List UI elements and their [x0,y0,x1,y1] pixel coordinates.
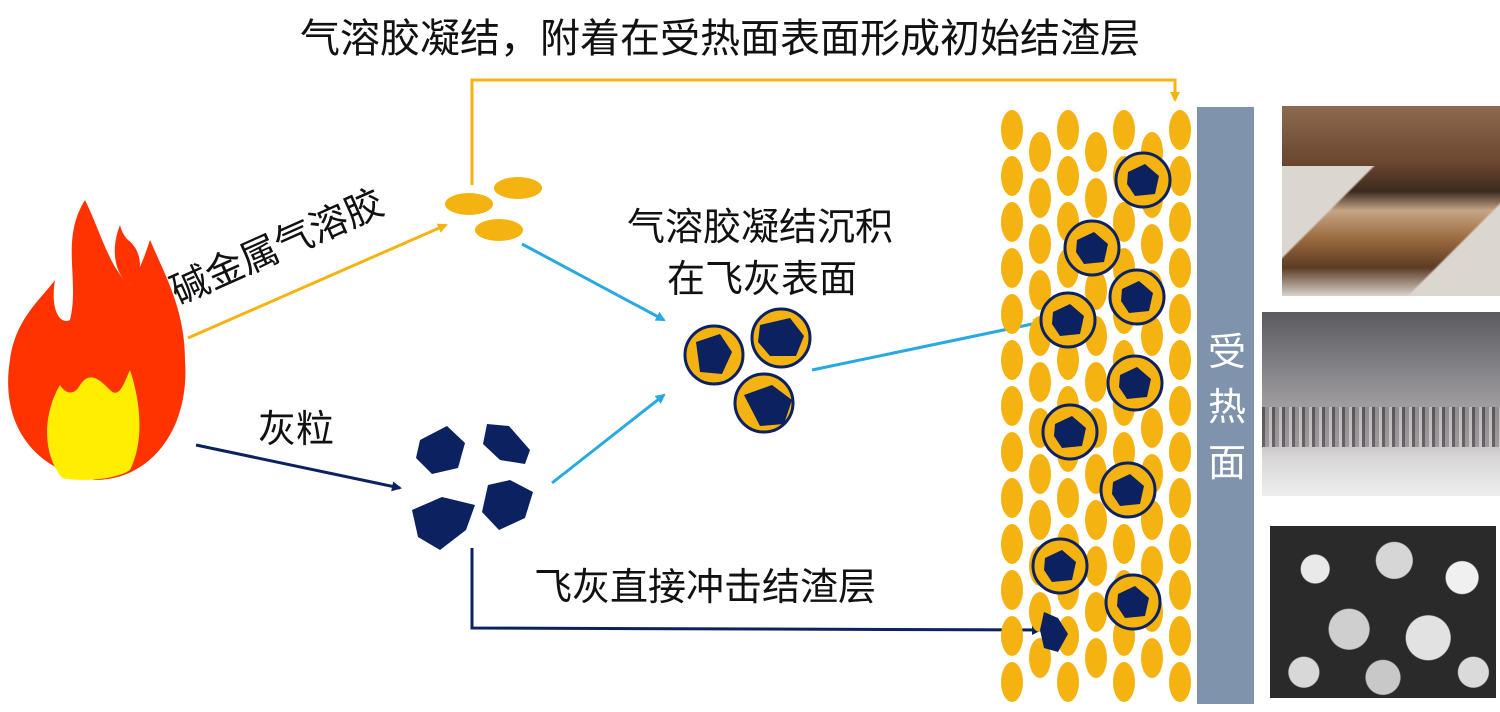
slag-droplet [1169,248,1191,288]
slag-droplet [1113,524,1135,564]
coated-particles [683,307,812,434]
slag-droplet [1029,362,1051,402]
slag-droplet [1169,662,1191,702]
impacting-ash-particle [1040,612,1068,652]
slag-droplet [1001,616,1023,656]
arrow-ash-to-coated [551,393,666,485]
slag-droplet [1169,432,1191,472]
slag-droplet [1029,500,1051,540]
slag-droplet [1169,294,1191,334]
slag-droplet [1001,524,1023,564]
slag-droplet [1141,224,1163,264]
embedded-ash-core [1121,281,1153,313]
slag-droplet [1001,570,1023,610]
slag-droplet [1141,316,1163,356]
impact-label: 飞灰直接冲击结渣层 [534,565,876,609]
slag-droplet [1001,662,1023,702]
embedded-ash-core [1054,416,1086,448]
ash-micrograph-photo [1270,526,1496,698]
embedded-ash-core [1117,586,1149,618]
slag-droplet [1057,110,1079,150]
heating-surface [1197,107,1254,704]
condense-label-line1: 气溶胶凝结沉积 [627,205,893,249]
arrow-ash-to-surface [470,548,1042,635]
slag-droplet [1057,662,1079,702]
slag-droplet [1029,224,1051,264]
slag-droplet [1169,110,1191,150]
alkali-aerosol-label: 碱金属气溶胶 [164,180,390,313]
slag-droplet [1001,432,1023,472]
slag-droplet [1169,524,1191,564]
slag-droplet [1029,454,1051,494]
slag-droplet [1169,616,1191,656]
surface-label-2: 热 [1208,385,1246,429]
arrow-aerosol-to-coated [521,242,666,322]
slag-droplet [1085,592,1107,632]
slag-droplet [1169,386,1191,426]
aerosol-droplets [445,177,542,241]
slag-droplet [1057,478,1079,518]
embedded-ash-core [1127,164,1159,196]
slag-droplet [1085,270,1107,310]
slag-droplet [1085,132,1107,172]
slag-layer [1001,110,1191,702]
slag-droplet [1001,248,1023,288]
slag-droplet [1141,546,1163,586]
slag-droplet [1001,478,1023,518]
slag-droplet [1001,156,1023,196]
condense-label-line2: 在飞灰表面 [667,257,857,301]
slag-droplet [1085,546,1107,586]
slag-droplet [1085,500,1107,540]
slag-droplet [1001,110,1023,150]
arrow-flame-to-aerosol [187,223,448,340]
embedded-ash-core [1044,550,1076,582]
flame-icon [8,200,186,480]
slag-droplet [1141,638,1163,678]
ash-particles-label: 灰粒 [258,407,334,451]
ash-particles [412,424,533,550]
slag-droplet [1029,270,1051,310]
embedded-ash-core [1112,474,1144,506]
arrow-flame-to-ash [195,443,402,492]
slag-droplet [1001,202,1023,242]
slag-droplet [1141,408,1163,448]
surface-label-3: 面 [1208,441,1246,485]
furnace-slagging-photo [1262,312,1500,496]
slag-droplet [1085,178,1107,218]
embedded-ash-core [1076,232,1108,264]
surface-label-1: 受 [1208,330,1246,374]
slag-droplet [1085,638,1107,678]
slag-droplet [1113,110,1135,150]
slag-cross-section-photo [1282,106,1500,296]
top-label: 气溶胶凝结，附着在受热面表面形成初始结渣层 [300,16,1140,62]
slag-droplet [1169,340,1191,380]
slag-droplet [1113,202,1135,242]
slag-droplet [1057,340,1079,380]
slag-droplet [1169,478,1191,518]
embedded-ash-core [1119,367,1151,399]
slag-droplet [1001,294,1023,334]
slag-droplet [1001,340,1023,380]
slag-droplet [1169,156,1191,196]
slag-droplet [1001,386,1023,426]
slag-droplet [1169,570,1191,610]
slag-droplet [1057,156,1079,196]
arrow-coated-to-surface [811,318,1044,372]
slag-droplet [1029,178,1051,218]
embedded-ash-core [1052,304,1084,336]
slag-droplet [1113,662,1135,702]
slag-droplet [1085,362,1107,402]
slag-droplet [1169,202,1191,242]
slag-droplet [1029,132,1051,172]
arrow-aerosol-to-surface [470,78,1180,185]
